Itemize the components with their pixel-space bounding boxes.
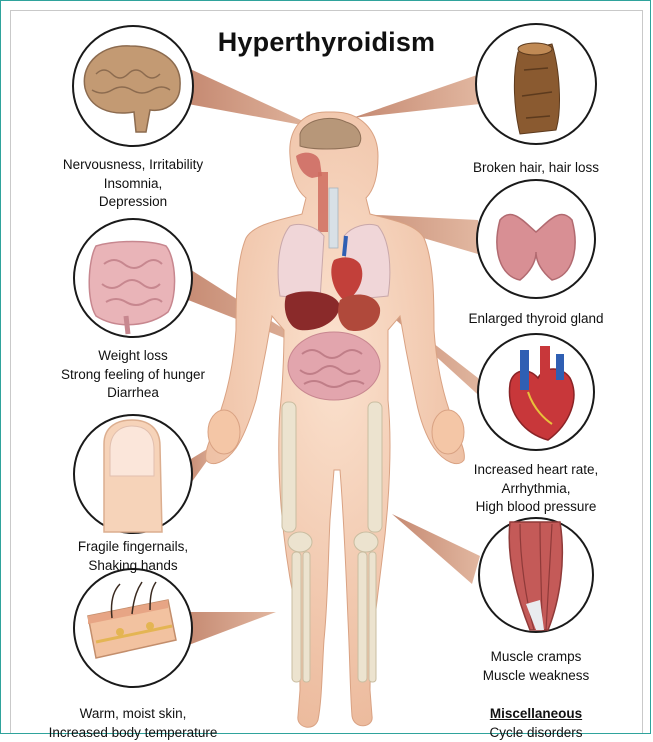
- caption-heart-line-1: Increased heart rate,: [446, 461, 626, 480]
- caption-brain-line-1: Nervousness, Irritability: [33, 156, 233, 175]
- caption-brain-line-3: Depression: [33, 193, 233, 212]
- caption-intestine-line-2: Strong feeling of hunger: [33, 366, 233, 385]
- caption-skin-line-2: Increased body temperature: [23, 724, 243, 742]
- caption-skin: Warm, moist skin, Increased body tempera…: [23, 705, 243, 742]
- caption-thyroid: Enlarged thyroid gland: [446, 310, 626, 329]
- caption-muscle-line-2: Muscle weakness: [446, 667, 626, 686]
- caption-intestine-line-1: Weight loss: [33, 347, 233, 366]
- poster-title: Hyperthyroidism: [0, 27, 653, 58]
- caption-muscle: Muscle cramps Muscle weakness: [446, 648, 626, 685]
- caption-heart-line-3: High blood pressure: [446, 498, 626, 517]
- human-body-illustration: [206, 112, 465, 727]
- caption-heart: Increased heart rate, Arrhythmia, High b…: [446, 461, 626, 517]
- misc-heading: Miscellaneous: [446, 705, 626, 724]
- caption-skin-line-1: Warm, moist skin,: [23, 705, 243, 724]
- caption-nail-line-2: Shaking hands: [43, 557, 223, 576]
- caption-heart-line-2: Arrhythmia,: [446, 480, 626, 499]
- fingernail-illustration: [104, 420, 162, 532]
- pointer-hair: [352, 74, 480, 118]
- pointer-brain: [188, 68, 318, 128]
- pointer-muscle: [392, 514, 480, 584]
- caption-hair: Broken hair, hair loss: [446, 159, 626, 178]
- caption-nail-line-1: Fragile fingernails,: [43, 538, 223, 557]
- caption-intestine: Weight loss Strong feeling of hunger Dia…: [33, 347, 233, 403]
- caption-hair-line-1: Broken hair, hair loss: [446, 159, 626, 178]
- caption-nail: Fragile fingernails, Shaking hands: [43, 538, 223, 575]
- caption-brain: Nervousness, Irritability Insomnia, Depr…: [33, 156, 233, 212]
- caption-brain-line-2: Insomnia,: [33, 175, 233, 194]
- misc-item-1: Cycle disorders: [446, 724, 626, 742]
- caption-muscle-line-1: Muscle cramps: [446, 648, 626, 667]
- caption-miscellaneous: Miscellaneous Cycle disorders: [446, 705, 626, 742]
- caption-thyroid-line-1: Enlarged thyroid gland: [446, 310, 626, 329]
- caption-intestine-line-3: Diarrhea: [33, 384, 233, 403]
- pointer-skin: [186, 612, 276, 646]
